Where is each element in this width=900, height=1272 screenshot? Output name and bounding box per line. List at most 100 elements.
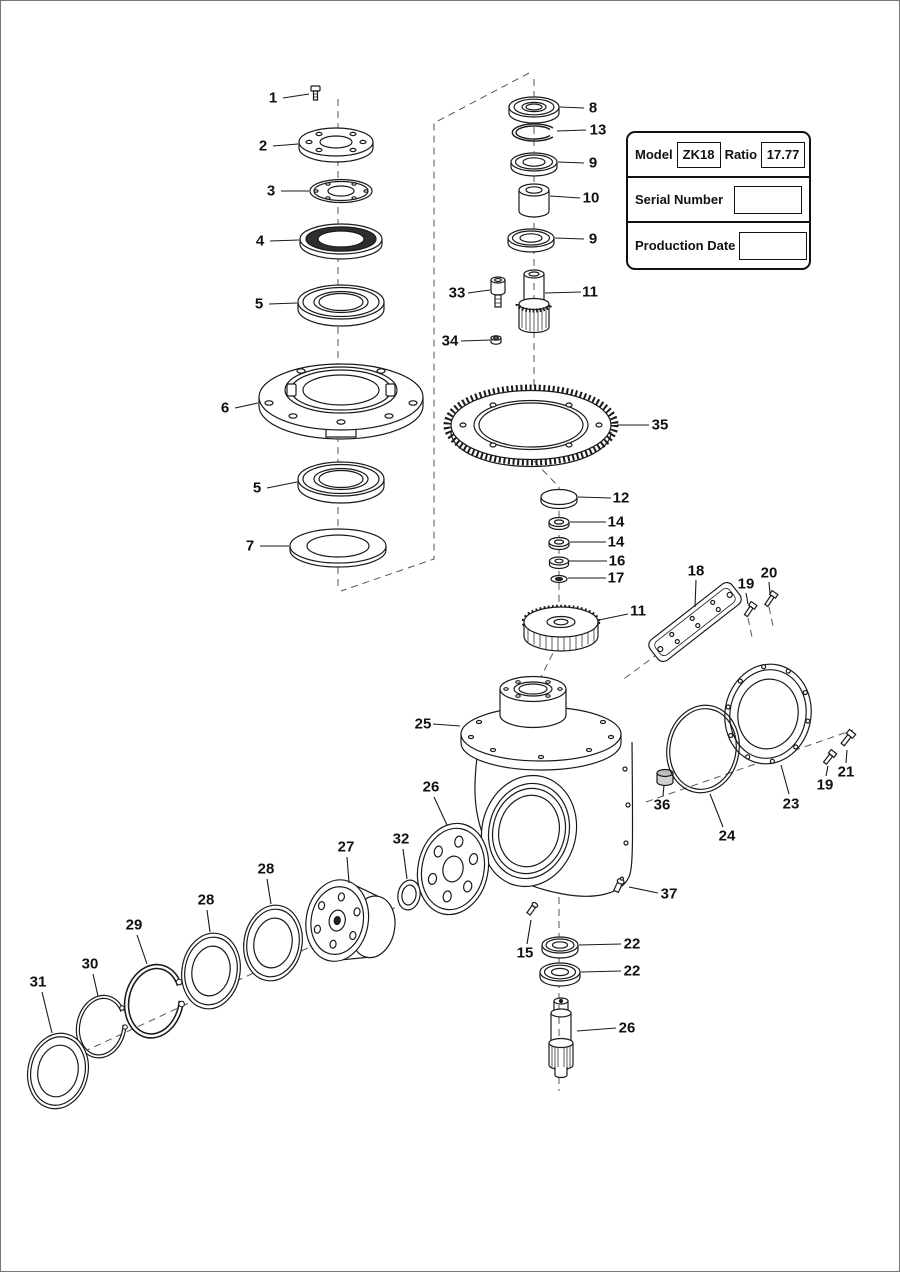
part-label-9: 9 [588, 230, 598, 248]
part-16-lock-washer [548, 556, 570, 570]
part-11-drive-gear [521, 604, 601, 652]
part-label-28: 28 [197, 891, 215, 909]
part-32-retaining-washer [397, 879, 421, 911]
part-label-14: 14 [607, 533, 625, 551]
leader-line-33 [467, 289, 491, 294]
leader-line-28 [206, 909, 211, 933]
leader-line-2 [272, 143, 299, 147]
part-30-snap-ring [75, 994, 128, 1059]
part-9-bearing-lower [507, 228, 555, 253]
leader-line-24 [709, 793, 724, 828]
ratio-label: Ratio [724, 147, 758, 162]
part-28-ring [243, 904, 303, 982]
part-29-snap-ring [123, 963, 185, 1039]
part-label-18: 18 [687, 562, 705, 580]
part-13-snap-ring [511, 123, 554, 142]
leader-line-32 [402, 848, 408, 880]
nameplate-row-model: Model ZK18 Ratio 17.77 [628, 133, 809, 178]
part-22-bearing [541, 936, 579, 959]
part-19-bolt [743, 600, 758, 618]
part-label-21: 21 [837, 763, 855, 781]
leader-line-21 [845, 749, 848, 764]
part-7-shim-washer [289, 528, 387, 568]
part-label-28: 28 [257, 860, 275, 878]
model-label: Model [635, 147, 673, 162]
leader-line-22 [580, 970, 622, 973]
leader-lines [41, 93, 848, 1034]
part-label-20: 20 [760, 564, 778, 582]
part-label-22: 22 [623, 935, 641, 953]
leader-line-34 [460, 339, 491, 342]
part-label-7: 7 [245, 537, 255, 555]
part-label-31: 31 [29, 973, 47, 991]
leader-line-30 [92, 973, 99, 997]
part-label-22: 22 [623, 962, 641, 980]
part-15-grease-fitting [526, 901, 539, 916]
leader-line-19 [825, 765, 829, 777]
leader-line-23 [780, 764, 790, 795]
leader-line-9 [554, 237, 585, 240]
part-26-wheel-flange [416, 822, 490, 916]
part-5-bearing [297, 284, 385, 327]
part-19-bolt-right [822, 748, 838, 766]
part-label-3: 3 [266, 182, 276, 200]
leader-line-26 [433, 796, 448, 826]
production-date-label: Production Date [635, 238, 736, 253]
nameplate-row-production-date: Production Date [628, 223, 809, 268]
leader-line-12 [577, 496, 612, 499]
part-28-ring-second [181, 932, 241, 1010]
leader-line-13 [556, 129, 587, 132]
part-35-ring-gear [443, 384, 619, 468]
part-3-gasket-ring [309, 178, 373, 204]
leader-line-28 [266, 878, 272, 905]
leader-line-6 [234, 402, 259, 409]
part-label-1: 1 [268, 89, 278, 107]
part-label-27: 27 [337, 838, 355, 856]
part-6-bearing-housing-flange [258, 363, 424, 440]
part-1-hex-bolt [310, 85, 321, 101]
leader-line-29 [136, 934, 148, 965]
leader-line-26 [576, 1027, 617, 1032]
part-4-seal-ring [299, 223, 383, 260]
part-2-flange-plate [298, 127, 374, 163]
part-label-36: 36 [653, 796, 671, 814]
part-label-19: 19 [737, 575, 755, 593]
part-label-5: 5 [252, 479, 262, 497]
part-34-nut [490, 335, 502, 345]
production-date-value-box [739, 231, 808, 260]
part-label-33: 33 [448, 284, 466, 302]
part-label-25: 25 [414, 715, 432, 733]
part-18-gasket-plate [648, 581, 742, 663]
part-label-10: 10 [582, 189, 600, 207]
part-9-bearing [510, 152, 558, 177]
leader-line-1 [282, 93, 310, 99]
part-label-26: 26 [618, 1019, 636, 1037]
part-27-hub-drum [305, 879, 396, 962]
leader-line-8 [559, 106, 585, 109]
part-label-26: 26 [422, 778, 440, 796]
leader-line-18 [694, 579, 697, 608]
part-31-ring [27, 1032, 89, 1110]
part-label-4: 4 [255, 232, 265, 250]
leader-line-25 [432, 723, 461, 727]
ratio-value: 17.77 [761, 141, 806, 168]
leader-line-11 [598, 613, 629, 621]
part-label-35: 35 [651, 416, 669, 434]
part-label-9: 9 [588, 154, 598, 172]
part-label-37: 37 [660, 885, 678, 903]
leader-line-27 [346, 856, 350, 884]
part-label-34: 34 [441, 332, 459, 350]
part-17-washer [550, 574, 568, 584]
part-label-13: 13 [589, 121, 607, 139]
part-12-end-cap [540, 488, 578, 510]
part-label-15: 15 [516, 944, 534, 962]
part-label-14: 14 [607, 513, 625, 531]
part-23-cover-plate [724, 663, 812, 765]
part-label-6: 6 [220, 399, 230, 417]
leader-line-4 [269, 239, 300, 242]
part-25-gearbox-housing [460, 675, 634, 897]
part-label-5: 5 [254, 295, 264, 313]
leader-line-5 [266, 481, 298, 489]
leader-line-20 [768, 581, 771, 595]
part-33-socket-bolt [490, 276, 506, 308]
